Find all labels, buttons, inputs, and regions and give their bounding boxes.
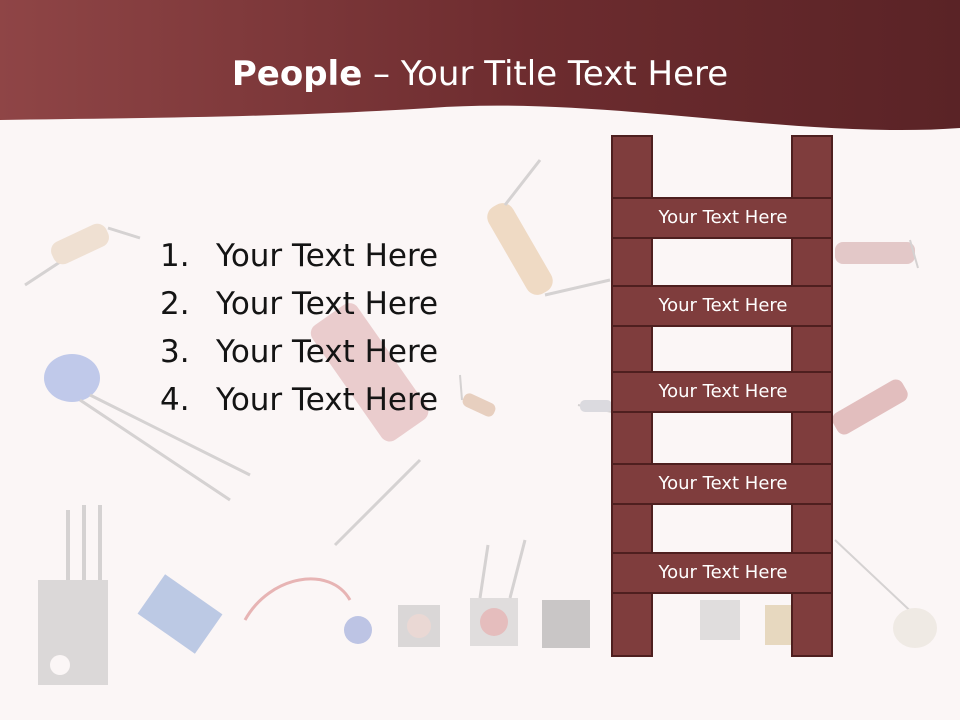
ladder-rung-label: Your Text Here (658, 207, 788, 228)
resistor-illustration (832, 379, 908, 435)
list-item-text: Your Text Here (216, 382, 439, 418)
power-resistor-illustration (310, 303, 429, 547)
ladder-rung (611, 552, 833, 594)
ladder-rung (611, 463, 833, 505)
numbered-list: 1. Your Text Here 2. Your Text Here 3. Your… (160, 232, 438, 424)
ladder-rung-label: Your Text Here (658, 473, 788, 494)
list-item: 4. Your Text Here (160, 376, 438, 424)
slide-title-bold: People (231, 54, 363, 94)
ladder-rung-label: Your Text Here (658, 562, 788, 583)
relay-illustration (137, 574, 223, 654)
list-item-number: 1. (160, 238, 190, 274)
list-item-number: 4. (160, 382, 190, 418)
resistor-illustration (459, 374, 613, 417)
switch-illustration (765, 605, 795, 645)
list-item-text: Your Text Here (216, 286, 439, 322)
slide-title-rest: – Your Title Text Here (362, 54, 729, 94)
ladder-rung-label: Your Text Here (658, 381, 788, 402)
push-button-illustration (398, 605, 440, 647)
push-button-illustration (470, 598, 518, 646)
capacitor-illustration (44, 354, 251, 502)
list-item-text: Your Text Here (216, 334, 439, 370)
wire-illustration (243, 577, 352, 621)
ladder-rung-label: Your Text Here (658, 295, 788, 316)
list-item: 2. Your Text Here (160, 280, 438, 328)
list-item-text: Your Text Here (216, 238, 439, 274)
list-item: 1. Your Text Here (160, 232, 438, 280)
list-item-number: 3. (160, 334, 190, 370)
resistor-illustration (24, 223, 141, 287)
list-item-number: 2. (160, 286, 190, 322)
ladder-rung (611, 197, 833, 239)
transistor-illustration (38, 505, 108, 685)
header-band (0, 0, 960, 131)
ladder-rung (611, 285, 833, 327)
capacitor-illustration (893, 608, 937, 648)
resistor-illustration (835, 242, 915, 264)
list-item: 3. Your Text Here (160, 328, 438, 376)
buzzer-illustration (344, 616, 372, 644)
push-button-illustration (700, 600, 740, 640)
resistor-illustration (487, 159, 611, 297)
slide-title: People – Your Title Text Here (0, 52, 960, 96)
ladder-rung (611, 371, 833, 413)
push-button-illustration (542, 600, 590, 648)
